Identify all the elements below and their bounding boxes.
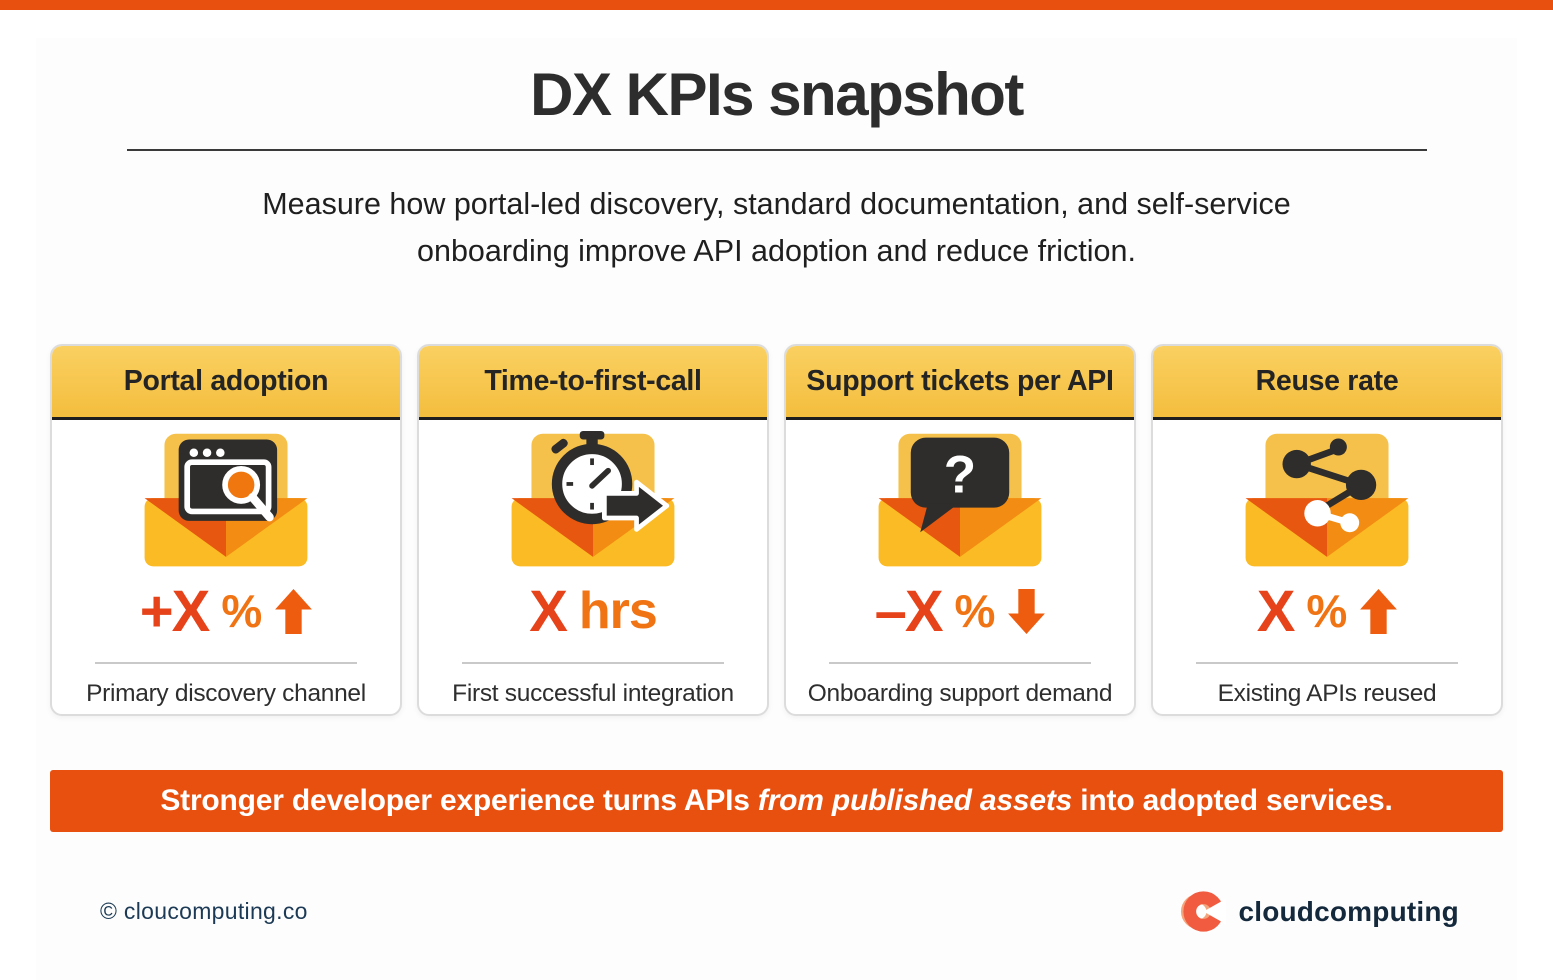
trend-down-arrow-icon: [1008, 588, 1046, 634]
infographic: DX KPIs snapshot Measure how portal-led …: [0, 60, 1553, 935]
cloudcomputing-c-logo: [1181, 891, 1227, 932]
kpi-card-time-to-first-call: Time-to-first-call: [417, 344, 769, 717]
kpi-value-number: +X: [139, 578, 211, 644]
card-header: Reuse rate: [1153, 346, 1501, 421]
kpi-value-number: X: [1256, 578, 1296, 644]
trend-up-arrow-icon: [1360, 588, 1398, 634]
kpi-card-reuse-rate: Reuse rate: [1151, 344, 1503, 717]
question-bubble-icon: ?: [860, 430, 1060, 572]
banner-text-bold-1: Stronger developer experience turns APIs: [160, 784, 758, 818]
subtitle-line-2: onboarding improve API adoption and redu…: [417, 233, 1136, 268]
svg-text:?: ?: [944, 446, 976, 505]
brand-name: cloudcomputing: [1238, 895, 1459, 927]
card-body: X % Existing APIs reused: [1153, 420, 1501, 714]
kpi-card-support-tickets: Support tickets per API ? –X: [784, 344, 1136, 717]
header-block: DX KPIs snapshot Measure how portal-led …: [126, 60, 1427, 274]
card-body: X hrs First successful integration: [419, 420, 767, 714]
card-title: Portal adoption: [123, 365, 329, 398]
copyright-text: © cloucomputing.co: [100, 898, 308, 925]
trend-up-arrow-icon: [275, 588, 313, 634]
page-title: DX KPIs snapshot: [530, 61, 1024, 128]
card-title: Time-to-first-call: [484, 365, 702, 398]
kpi-caption: First successful integration: [452, 680, 734, 708]
card-title: Support tickets per API: [806, 365, 1114, 398]
kpi-caption: Onboarding support demand: [807, 680, 1113, 708]
footer: © cloucomputing.co cloudcomputing: [100, 888, 1459, 935]
divider: [94, 662, 358, 665]
share-network-icon: [1227, 430, 1427, 572]
stopwatch-icon: [493, 430, 693, 572]
divider: [828, 662, 1092, 665]
kpi-cards-row: Portal adoption: [50, 344, 1503, 717]
banner-text-italic: from published assets: [757, 784, 1073, 818]
kpi-value: +X %: [139, 578, 313, 644]
card-header: Portal adoption: [52, 346, 400, 421]
kpi-caption: Primary discovery channel: [86, 680, 366, 708]
kpi-value: X %: [1257, 578, 1398, 644]
kpi-value-unit: %: [954, 585, 996, 638]
title-rule: [126, 149, 1427, 151]
kpi-value-number: –X: [874, 578, 944, 644]
kpi-value-unit: hrs: [578, 582, 658, 641]
top-accent-bar: [0, 0, 1553, 10]
page-subtitle: Measure how portal-led discovery, standa…: [127, 181, 1427, 274]
divider: [461, 662, 725, 665]
kpi-card-portal-adoption: Portal adoption: [50, 344, 402, 717]
takeaway-banner: Stronger developer experience turns APIs…: [50, 770, 1503, 833]
kpi-value-number: X: [529, 578, 568, 644]
divider: [1195, 662, 1459, 665]
kpi-value: X hrs: [529, 578, 658, 644]
portal-search-icon: [126, 430, 326, 572]
kpi-caption: Existing APIs reused: [1217, 680, 1437, 708]
card-body: +X % Primary discovery channel: [52, 420, 400, 714]
card-header: Time-to-first-call: [419, 346, 767, 421]
kpi-value-unit: %: [1306, 585, 1348, 638]
card-body: ? –X % Onboarding support demand: [786, 420, 1134, 714]
card-header: Support tickets per API: [786, 346, 1134, 421]
brand-lockup: cloudcomputing: [1179, 888, 1459, 935]
banner-text-bold-2: into adopted services.: [1072, 784, 1393, 818]
card-title: Reuse rate: [1255, 365, 1399, 398]
subtitle-line-1: Measure how portal-led discovery, standa…: [262, 187, 1291, 221]
kpi-value: –X %: [875, 578, 1046, 644]
kpi-value-unit: %: [221, 585, 263, 638]
